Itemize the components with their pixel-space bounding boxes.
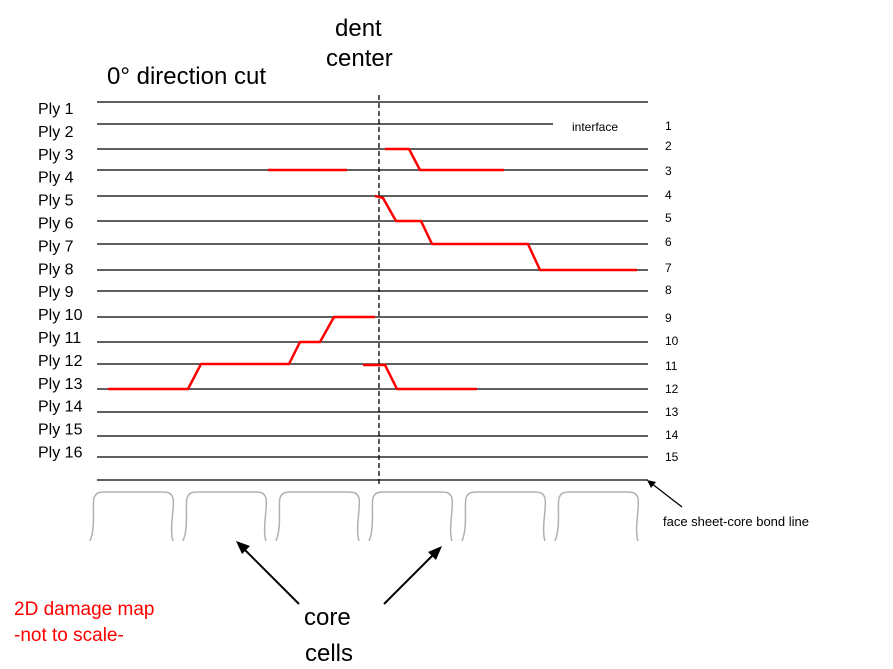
interface-number: 3 — [665, 164, 672, 178]
ply-label: Ply 1 — [38, 101, 74, 118]
core-cell — [554, 491, 640, 542]
dent-center-label-line1: dent — [335, 15, 382, 42]
ply-label: Ply 4 — [38, 170, 74, 187]
ply-label: Ply 12 — [38, 353, 83, 370]
ply-label: Ply 10 — [38, 307, 83, 324]
ply-label: Ply 9 — [38, 284, 74, 301]
interface-number: 4 — [665, 188, 672, 202]
bond-line-arrow-shaft — [650, 482, 683, 508]
core-arrow-right-head — [428, 546, 442, 560]
interface-number: 10 — [665, 334, 679, 348]
interface-number: 12 — [665, 382, 679, 396]
ply-label: Ply 8 — [38, 261, 74, 278]
interface-number: 11 — [665, 359, 678, 373]
dent-center-label-line2: center — [326, 45, 393, 72]
damage-paths — [108, 147, 637, 391]
damage-interfaces-4-7-right — [374, 194, 637, 272]
interface-number: 7 — [665, 261, 672, 275]
damage-interfaces-2-3-right — [385, 147, 504, 172]
core-cell — [461, 491, 547, 542]
core-cell — [368, 491, 454, 542]
interface-number: 5 — [665, 211, 672, 225]
ply-label: Ply 16 — [38, 445, 83, 462]
ply-labels: Ply 1 Ply 2 Ply 3 Ply 4 Ply 5 Ply 6 Ply 7 Ply 8… — [38, 101, 83, 462]
bond-line-arrow-head — [647, 480, 656, 488]
core-cells — [89, 491, 640, 542]
interface-number: 9 — [665, 311, 672, 325]
damage-interfaces-11-12-right — [363, 363, 477, 391]
interface-word: interface — [572, 120, 618, 134]
core-cell — [275, 491, 361, 542]
interface-number: 13 — [665, 405, 679, 419]
ply-label: Ply 15 — [38, 422, 83, 439]
core-cell — [89, 491, 175, 542]
diagram-title: 0° direction cut — [107, 63, 266, 90]
damage-map-label-line2: -not to scale- — [14, 625, 124, 646]
core-arrow-left-head — [236, 541, 250, 554]
interface-number: 1 — [665, 119, 672, 133]
core-cells-label-line1: core — [304, 604, 351, 631]
core-arrow-left-shaft — [241, 546, 300, 605]
ply-label: Ply 5 — [38, 193, 74, 210]
interface-number: 15 — [665, 450, 679, 464]
interface-number: 8 — [665, 283, 672, 297]
ply-label: Ply 2 — [38, 124, 74, 141]
ply-label: Ply 7 — [38, 238, 74, 255]
ply-label: Ply 3 — [38, 147, 74, 164]
damage-map-label-line1: 2D damage map — [14, 599, 154, 620]
ply-label: Ply 14 — [38, 399, 83, 416]
damage-interfaces-9-12-left — [108, 315, 375, 391]
interface-number: 6 — [665, 235, 672, 249]
core-cells-label-line2: cells — [305, 640, 353, 667]
interface-number: 2 — [665, 139, 672, 153]
ply-label: Ply 11 — [38, 330, 81, 347]
ply-lines — [97, 101, 648, 481]
bond-line-label: face sheet-core bond line — [663, 514, 809, 529]
ply-label: Ply 13 — [38, 376, 83, 393]
core-cell — [182, 491, 268, 542]
core-arrow-right-shaft — [383, 552, 436, 605]
interface-number: 14 — [665, 428, 679, 442]
ply-label: Ply 6 — [38, 216, 74, 233]
